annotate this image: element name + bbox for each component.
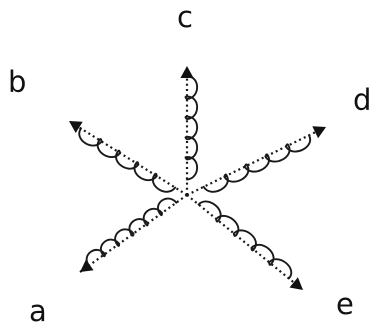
arm-d — [186, 126, 327, 196]
label-e: e — [336, 287, 354, 321]
label-a: a — [29, 294, 47, 328]
arm-e-dotted-line — [186, 194, 304, 291]
label-d: d — [353, 83, 371, 117]
arm-b — [68, 120, 188, 196]
label-c: c — [177, 0, 193, 34]
arm-d-coil — [202, 134, 312, 193]
arm-e-coil — [197, 200, 293, 280]
label-b: b — [8, 65, 26, 99]
arm-a-dotted-line — [79, 194, 188, 273]
arm-c-arrowhead — [180, 66, 194, 78]
arm-c-coil — [184, 75, 199, 181]
arm-b-dotted-line — [68, 120, 188, 196]
arm-d-arrowhead — [312, 126, 326, 139]
arm-c — [180, 66, 199, 195]
arm-b-coil — [78, 127, 177, 193]
arm-a — [79, 194, 188, 273]
arm-d-dotted-line — [186, 126, 327, 196]
arm-a-coil — [85, 197, 178, 267]
arm-e — [186, 194, 304, 291]
arm-a-arrowhead — [80, 259, 94, 272]
arm-e-arrowhead — [289, 277, 303, 290]
arm-b-arrowhead — [69, 121, 83, 133]
